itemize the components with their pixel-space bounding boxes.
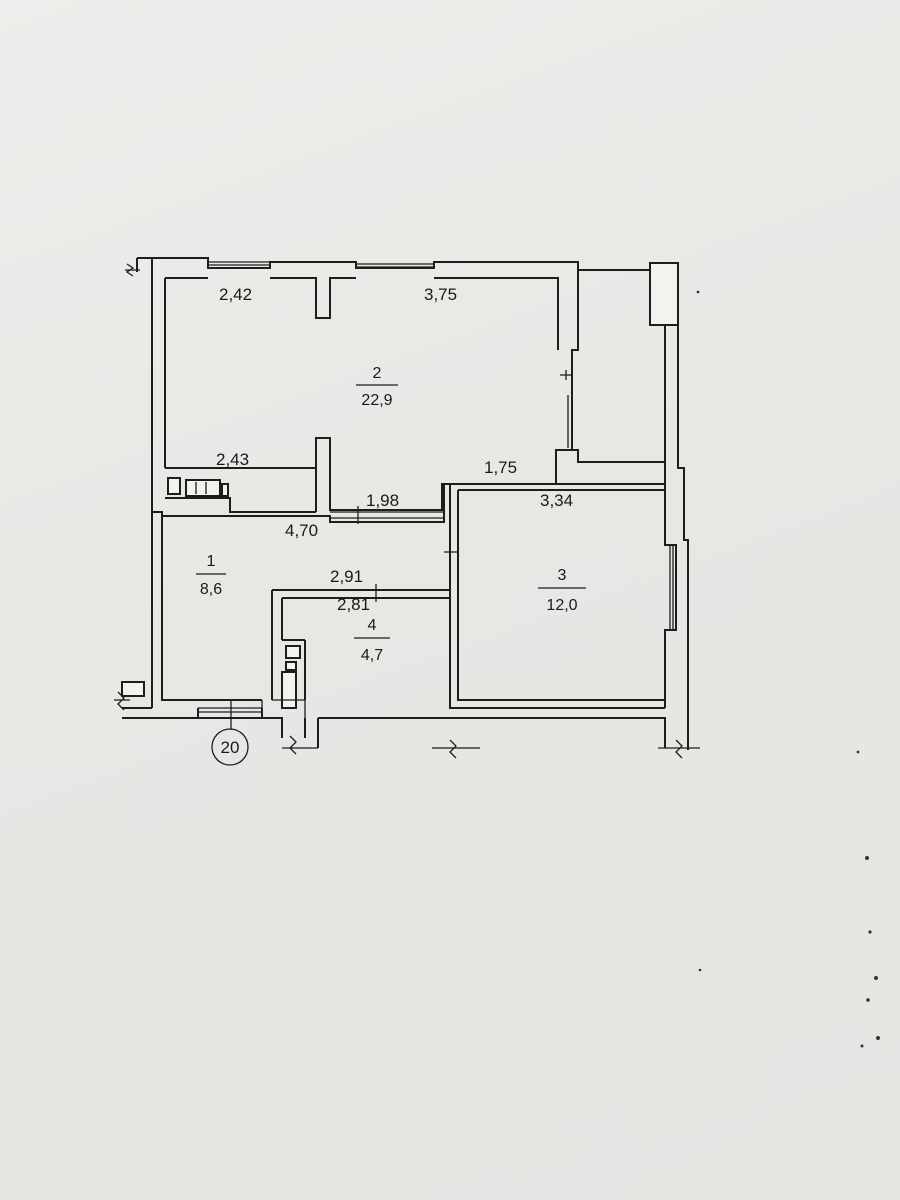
- break-mark-left-bottom: [114, 691, 130, 711]
- door-mark-3: [444, 545, 458, 560]
- dim-1-98: 1,98: [366, 491, 399, 510]
- axis-marker-label: 20: [221, 738, 240, 757]
- bottom-exterior-wall: [197, 708, 689, 750]
- left-exterior-wall: [136, 257, 166, 708]
- bath-fixture-2: [285, 661, 297, 671]
- paper-speck: [876, 1036, 880, 1040]
- left-bottom-wall: [122, 707, 198, 719]
- room3-walls: [449, 483, 665, 709]
- left-wall-stub: [121, 681, 145, 697]
- appliance-1: [167, 477, 181, 495]
- paper-speck: [856, 750, 860, 754]
- top-windows: [208, 261, 434, 268]
- paper-speck: [868, 930, 872, 934]
- room-4-number: 4: [368, 617, 377, 634]
- balcony-inner-wall: [571, 262, 677, 708]
- break-mark-left-top: [125, 263, 140, 277]
- dim-4-70: 4,70: [285, 521, 318, 540]
- dim-3-75: 3,75: [424, 285, 457, 304]
- balcony-door-mark: [560, 370, 572, 380]
- bottom-window: [198, 707, 262, 713]
- paper-speck: [865, 856, 869, 860]
- dim-1-75: 1,75: [484, 458, 517, 477]
- appliance-detail: [195, 482, 207, 494]
- top-interior-wall-line: [165, 277, 559, 350]
- paper-speck: [866, 998, 870, 1002]
- dim-2-42: 2,42: [219, 285, 252, 304]
- dim-2-81: 2,81: [337, 595, 370, 614]
- bath-fixture-1: [285, 645, 301, 659]
- kitchen-counter-wall: [165, 468, 317, 513]
- appliance-2: [185, 479, 221, 497]
- room-2-number: 2: [373, 365, 382, 382]
- right-window: [669, 545, 674, 630]
- corridor-door-lines: [330, 511, 444, 519]
- room-1-area: 8,6: [200, 581, 222, 598]
- dim-2-43: 2,43: [216, 450, 249, 469]
- dim-2-91: 2,91: [330, 567, 363, 586]
- room1-walls: [152, 484, 445, 701]
- room-3-area: 12,0: [546, 597, 577, 614]
- appliance-3: [221, 483, 229, 497]
- bottom-break-marks: [289, 735, 683, 759]
- paper-speck: [874, 976, 878, 980]
- room1-bottom-detail: [261, 699, 306, 718]
- axis-marker-circle: [211, 728, 249, 766]
- dim-3-34: 3,34: [540, 491, 573, 510]
- paper-speck: [696, 290, 700, 294]
- paper-speck: [698, 968, 702, 972]
- balcony-column: [649, 262, 679, 326]
- room-3-number: 3: [558, 567, 567, 584]
- paper-speck: [860, 1044, 864, 1048]
- room-1-number: 1: [207, 553, 216, 570]
- right-exterior-wall: [664, 325, 689, 708]
- room2-bottom-wall: [165, 437, 578, 511]
- room-4-area: 4,7: [361, 647, 383, 664]
- room-2-area: 22,9: [361, 392, 392, 409]
- room4-walls: [271, 589, 450, 700]
- bath-fixture-3: [281, 671, 297, 709]
